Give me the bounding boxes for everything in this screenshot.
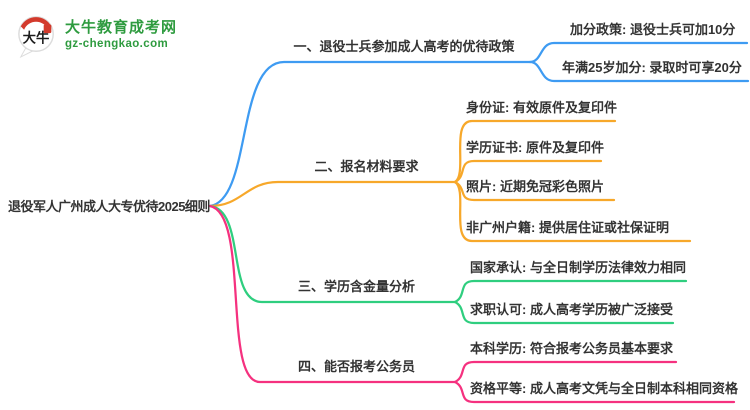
branch3-label: 三、学历含金量分析 bbox=[297, 279, 415, 294]
branch4-leaf1-label: 本科学历: 符合报考公务员基本要求 bbox=[470, 341, 673, 356]
branch1-lines bbox=[208, 41, 750, 208]
branch3-leaf2-line bbox=[453, 300, 675, 325]
branch2-leaf1-line bbox=[453, 119, 617, 184]
branch3-lines bbox=[208, 204, 688, 325]
mindmap-root-title: 退役军人广州成人大专优待2025细则 bbox=[8, 199, 210, 214]
logo-badge-text: 大牛 bbox=[23, 30, 50, 46]
branch2-leaf4-line bbox=[453, 180, 692, 243]
branch1-label: 一、退役士兵参加成人高考的优待政策 bbox=[293, 39, 515, 54]
branch2-spine-line bbox=[208, 180, 457, 208]
branch1-spine-line bbox=[208, 60, 532, 208]
branch1-leaf2-line bbox=[528, 60, 750, 83]
branch2-label: 二、报名材料要求 bbox=[314, 159, 419, 174]
branch4-label: 四、能否报考公务员 bbox=[297, 359, 415, 374]
branch3-leaf1-line bbox=[453, 279, 688, 304]
branch1-leaf1-line bbox=[528, 41, 749, 64]
site-name: 大牛教育成考网 bbox=[65, 19, 178, 37]
branch4-leaf1-line bbox=[453, 360, 678, 384]
daniu-logo-icon: 大牛 bbox=[18, 16, 54, 58]
branch4-lines bbox=[208, 204, 736, 404]
branch4-leaf2-line bbox=[453, 380, 736, 404]
branch3-leaf2-label: 求职认可: 成人高考学历被广泛接受 bbox=[470, 302, 673, 317]
branch2-leaf1-label: 身份证: 有效原件及复印件 bbox=[466, 100, 617, 115]
branch3-leaf1-label: 国家承认: 与全日制学历法律效力相同 bbox=[470, 260, 686, 275]
branch2-leaf3-label: 照片: 近期免冠彩色照片 bbox=[466, 179, 604, 194]
branch2-leaf4-label: 非广州户籍: 提供居住证或社保证明 bbox=[466, 220, 669, 235]
branch1-leaf1-label: 加分政策: 退役士兵可加10分 bbox=[570, 22, 736, 37]
branch2-leaf2-line bbox=[453, 159, 603, 184]
branch1-leaf2-label: 年满25岁加分: 录取时可享20分 bbox=[562, 60, 742, 75]
branch2-lines bbox=[208, 119, 692, 243]
branch2-leaf2-label: 学历证书: 原件及复印件 bbox=[466, 140, 604, 155]
branch4-spine-line bbox=[208, 204, 457, 384]
site-logo: 大牛 大牛教育成考网 gz-chengkao.com bbox=[16, 12, 177, 58]
branch4-leaf2-label: 资格平等: 成人高考文凭与全日制本科相同资格 bbox=[470, 381, 738, 396]
site-url: gz-chengkao.com bbox=[65, 37, 169, 50]
branch3-spine-line bbox=[208, 204, 457, 304]
